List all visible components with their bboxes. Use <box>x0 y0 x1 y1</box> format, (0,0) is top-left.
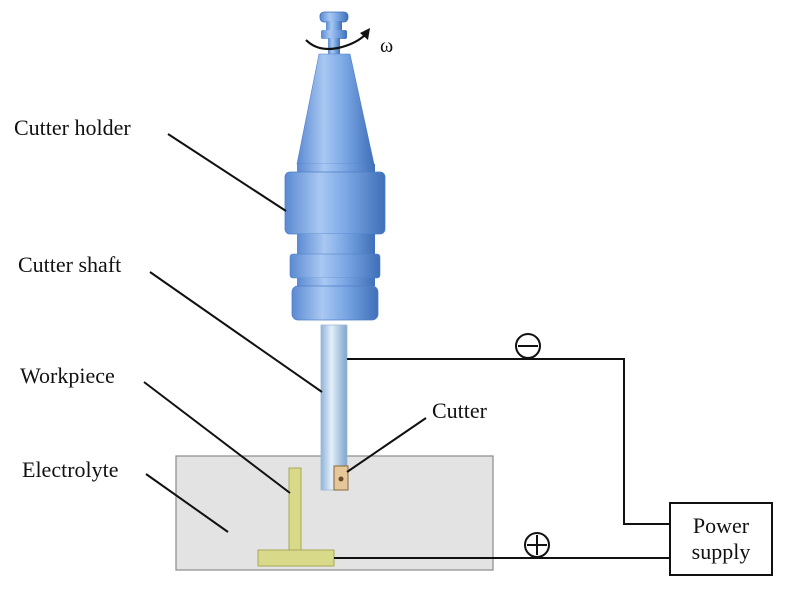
label-cutter-holder: Cutter holder <box>14 115 131 140</box>
label-workpiece: Workpiece <box>20 363 115 388</box>
cutter <box>333 465 349 491</box>
label-rotation-omega: ω <box>380 35 394 57</box>
leader-cutter-holder <box>167 133 287 212</box>
leader-cutter-shaft <box>149 271 323 393</box>
leader-cutter <box>346 417 427 473</box>
leader-electrolyte <box>145 473 229 533</box>
cutter-shaft <box>320 324 348 491</box>
power-supply-box: Power supply <box>669 502 773 576</box>
negative-wire <box>347 358 669 525</box>
cutter-holder <box>284 11 386 321</box>
leader-workpiece <box>143 381 291 494</box>
plus-terminal-icon <box>524 532 550 558</box>
power-supply-line2: supply <box>691 539 751 564</box>
circuit-wires <box>334 358 669 559</box>
label-cutter-shaft: Cutter shaft <box>18 252 122 277</box>
label-cutter: Cutter <box>432 398 487 423</box>
workpiece <box>257 467 335 567</box>
rotation-arrow-icon <box>305 28 370 51</box>
label-electrolyte: Electrolyte <box>22 457 119 482</box>
leader-lines <box>143 133 427 533</box>
minus-terminal-icon <box>515 333 541 359</box>
power-supply-line1: Power <box>692 512 750 538</box>
